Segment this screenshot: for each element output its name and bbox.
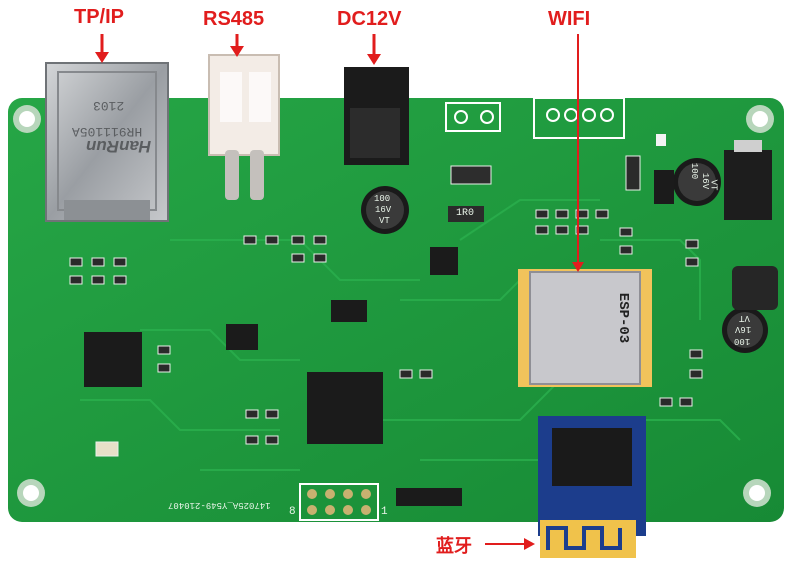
cap3-value: 100	[734, 336, 751, 346]
ethernet-chip	[84, 332, 142, 387]
esp-module	[518, 269, 652, 387]
chip-small-1	[331, 300, 367, 322]
pcb-traces	[80, 199, 741, 471]
label-dc12v: DC12V	[337, 8, 402, 30]
label-rs485: RS485	[203, 8, 265, 30]
cap2-series: VT	[708, 179, 719, 191]
resistor-code: 1R0	[456, 208, 475, 219]
board-code: 147025A_Y549-210407	[168, 500, 271, 510]
pin-header-1x4	[396, 488, 462, 506]
capacitor-2	[673, 158, 721, 206]
label-arrows	[95, 34, 584, 550]
esp-module-text: ESP-03	[615, 292, 632, 344]
smd-components	[69, 155, 703, 457]
cap2-value: 100	[689, 162, 700, 180]
rj45-date-text: 2103	[93, 98, 125, 113]
inductor	[732, 266, 778, 310]
mount-pads	[445, 102, 501, 132]
chip-small-2	[654, 170, 674, 204]
rs485-connector	[208, 54, 280, 200]
main-mcu	[307, 372, 383, 444]
led	[656, 134, 666, 146]
rj45-model-text: HR911105A	[72, 124, 143, 139]
pin-header-2x4	[299, 483, 379, 521]
cap3-voltage: 16V	[735, 324, 752, 334]
power-resistor	[448, 206, 484, 222]
capacitor-1	[361, 186, 409, 234]
transistor-1	[430, 247, 458, 275]
capacitor-3	[722, 307, 768, 353]
cap1-series: VT	[379, 216, 390, 226]
rs485-chip	[226, 324, 258, 350]
mounting-holes	[13, 105, 774, 507]
rj45-jack	[45, 62, 169, 222]
dc-jack	[344, 67, 409, 165]
cap1-voltage: 16V	[375, 205, 392, 215]
voltage-regulator	[724, 140, 772, 220]
rj45-brand-text: HanRun	[86, 137, 152, 156]
header-pin-1: 1	[381, 506, 388, 518]
cap3-series: VT	[739, 313, 750, 323]
label-wifi: WIFI	[548, 8, 591, 30]
cap1-value: 100	[374, 194, 391, 204]
label-tcpip: TP/IP	[74, 6, 125, 28]
bluetooth-module	[538, 416, 646, 558]
header-pin-8: 8	[289, 506, 296, 518]
label-bluetooth: 蓝牙	[436, 536, 472, 557]
